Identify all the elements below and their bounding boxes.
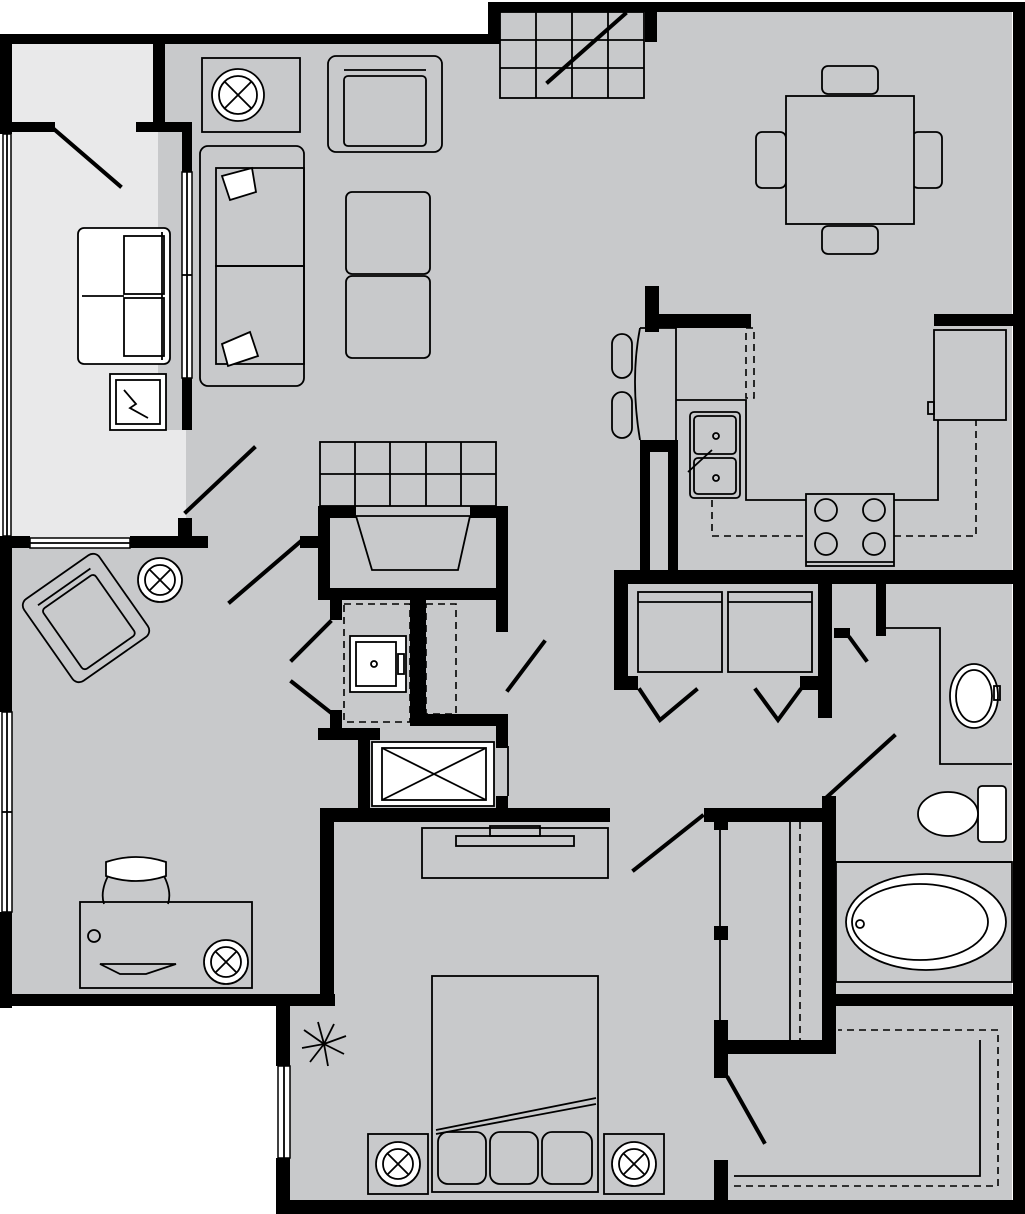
walk-in-closet — [734, 1029, 999, 1187]
plant — [301, 1021, 347, 1067]
bath-door — [825, 733, 897, 799]
den-side-table — [137, 557, 183, 603]
stove — [805, 493, 895, 567]
ottoman — [345, 191, 431, 359]
entry-tile — [499, 11, 645, 99]
sofa — [199, 145, 305, 387]
nightstand-right — [603, 1133, 665, 1195]
dryer — [727, 591, 813, 673]
den-door — [183, 445, 257, 515]
patio-door — [52, 127, 123, 189]
sink — [687, 411, 741, 499]
den-door — [227, 539, 303, 605]
closet-door — [725, 1075, 767, 1145]
fireplace — [354, 515, 472, 571]
entry-door — [545, 11, 628, 85]
bedroom-door — [631, 813, 705, 873]
closet-door — [289, 619, 333, 663]
laundry-door — [637, 687, 699, 723]
doors — [52, 11, 897, 1145]
kitchen-counter — [634, 327, 977, 572]
bath-vanity — [886, 627, 1012, 765]
bar-stools — [611, 333, 633, 439]
desk — [79, 856, 253, 989]
washer — [637, 591, 723, 673]
bath-door — [847, 635, 869, 663]
bath-sink — [343, 603, 411, 723]
laundry-door — [753, 687, 803, 724]
outdoor-grill — [109, 373, 167, 431]
dining-table — [755, 65, 943, 255]
linen-closet — [425, 603, 457, 715]
windows — [1, 133, 291, 1159]
closet-shelving — [789, 822, 801, 1040]
bed — [431, 975, 599, 1193]
closet-door — [505, 639, 547, 693]
den-armchair — [21, 552, 151, 684]
refrigerator — [927, 329, 1007, 421]
nightstand-left — [367, 1133, 429, 1195]
side-table-lamp — [201, 57, 301, 133]
toilet — [917, 785, 1007, 843]
closet-door — [289, 679, 333, 715]
tv-stand — [421, 825, 609, 879]
water-heater — [371, 741, 495, 807]
bathtub — [835, 861, 1013, 983]
armchair — [327, 55, 443, 153]
fireplace-hearth — [319, 441, 497, 507]
patio-loveseat — [77, 227, 171, 365]
